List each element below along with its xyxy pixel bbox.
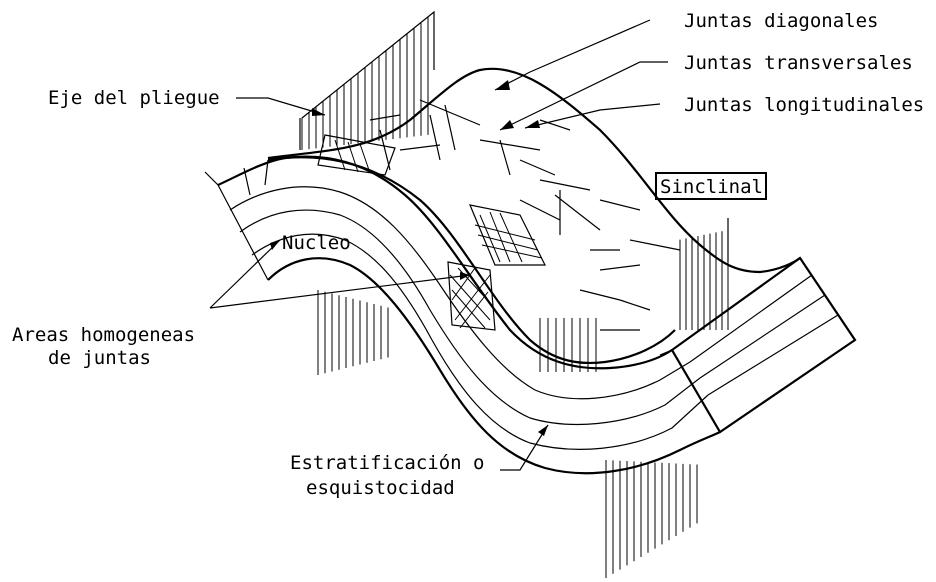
fold-front-face-outer xyxy=(217,155,673,370)
label-nucleo: Nucleo xyxy=(282,232,351,254)
homogeneous-joint-area-3 xyxy=(317,134,396,176)
label-estrat-line1: Estratificación o xyxy=(290,452,484,474)
label-estrat-line2: esquistocidad xyxy=(306,477,455,499)
label-sinclinal: Sinclinal xyxy=(660,176,763,198)
joint-marks xyxy=(369,99,681,331)
label-eje-del-pliegue: Eje del pliegue xyxy=(48,87,220,109)
leader-lines xyxy=(209,19,668,471)
axial-plane-left-hatch xyxy=(317,290,389,375)
label-areas-line2: de juntas xyxy=(48,347,151,369)
fold-right-end-block xyxy=(670,256,857,434)
axial-plane-top-hatch xyxy=(299,10,435,150)
axial-plane-bottom-hatch xyxy=(539,318,698,578)
label-juntas-longitudinales: Juntas longitudinales xyxy=(684,94,924,116)
label-juntas-diagonales: Juntas diagonales xyxy=(684,10,878,32)
axial-plane-right-hatch xyxy=(679,218,729,330)
fold-front-face-bottom xyxy=(267,257,721,475)
label-juntas-transversales: Juntas transversales xyxy=(684,52,913,74)
homogeneous-joint-area-2 xyxy=(447,261,496,331)
sinclinal-box xyxy=(655,172,767,200)
fold-upper-inner-edge xyxy=(267,156,676,365)
arrowheads xyxy=(270,80,548,436)
homogeneous-joint-area-1 xyxy=(469,204,546,266)
axial-plane-top-edge xyxy=(299,10,435,150)
label-areas-line1: Areas homogeneas xyxy=(12,324,195,346)
